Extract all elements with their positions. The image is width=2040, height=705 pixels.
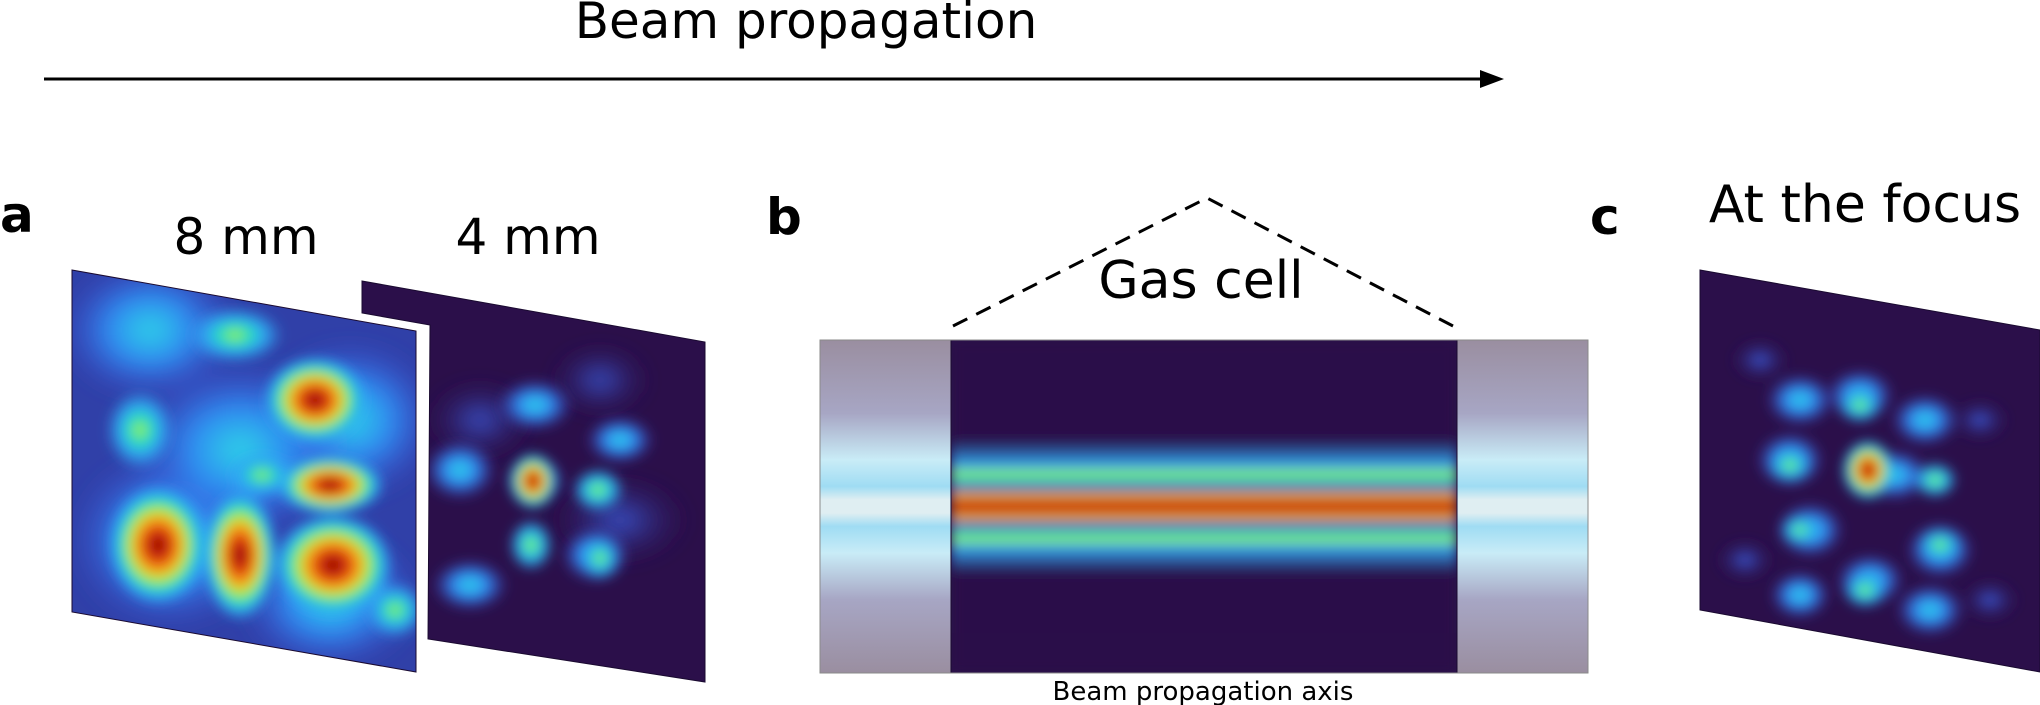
focus-title: At the focus bbox=[1709, 175, 2021, 235]
plane-8mm-label: 8 mm bbox=[173, 208, 318, 266]
gas-cell-label: Gas cell bbox=[1098, 251, 1303, 311]
beam-axis-label: Beam propagation axis bbox=[1053, 677, 1354, 705]
intensity-plane-focus bbox=[1700, 270, 2040, 672]
panel-a-letter: a bbox=[0, 186, 34, 244]
plane-4mm-frame bbox=[361, 280, 706, 683]
panel-b-letter: b bbox=[766, 188, 802, 246]
beam-longitudinal-profile bbox=[819, 339, 1589, 674]
header-title: Beam propagation bbox=[575, 0, 1038, 50]
gas-cell-bracket bbox=[952, 196, 1454, 328]
plane-4mm-label: 4 mm bbox=[455, 208, 600, 266]
panel-c-letter: c bbox=[1590, 188, 1620, 246]
intensity-plane-8mm bbox=[72, 270, 416, 672]
propagation-arrow-head bbox=[1480, 70, 1504, 88]
plane-focus-frame bbox=[1699, 269, 2040, 673]
plane-8mm-frame bbox=[71, 269, 417, 673]
